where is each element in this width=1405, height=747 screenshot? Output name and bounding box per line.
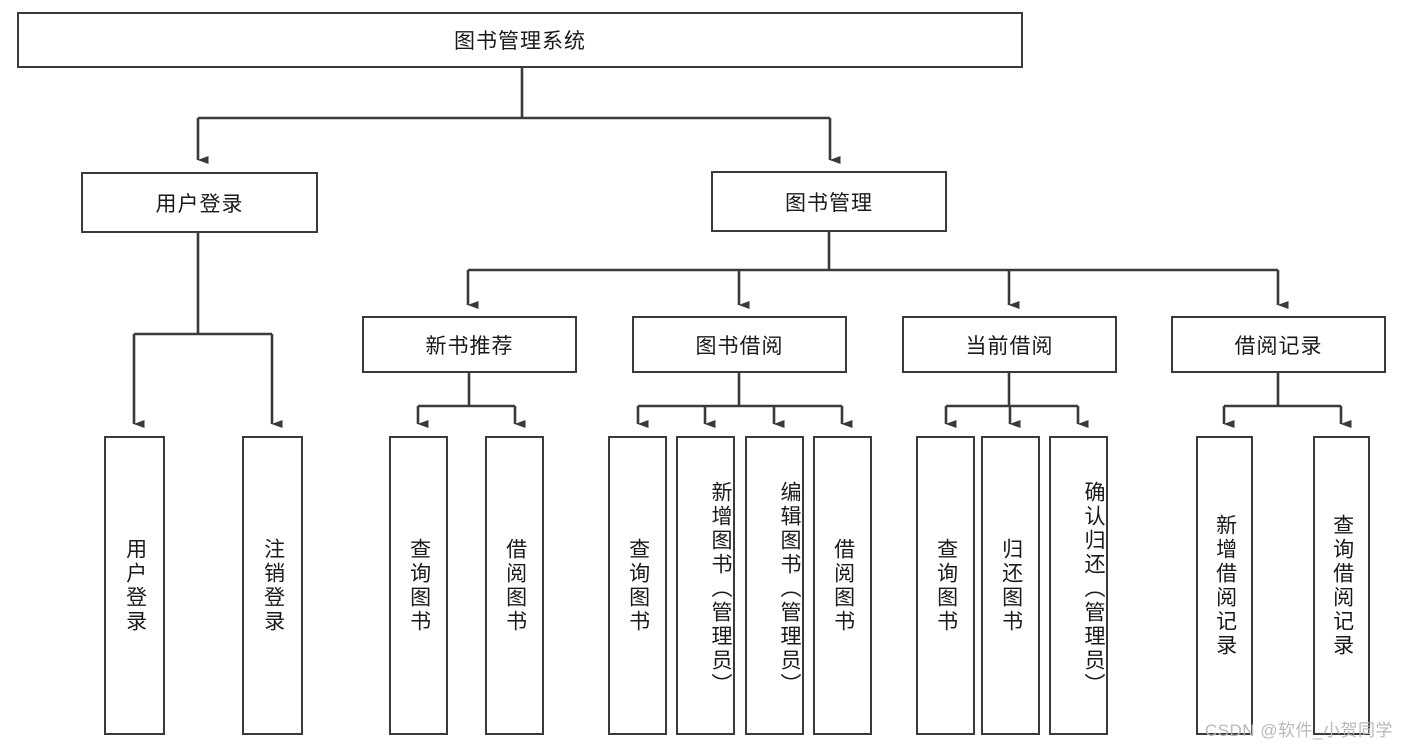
csdn-watermark: CSDN @软件_小贺同学 bbox=[1204, 721, 1393, 740]
node-user-login[interactable]: 用户登录 bbox=[81, 172, 318, 233]
leaf-current-confirm-return-admin[interactable]: 确认归还（管理员） bbox=[1049, 436, 1108, 735]
node-book-management[interactable]: 图书管理 bbox=[711, 171, 947, 232]
node-borrow-record[interactable]: 借阅记录 bbox=[1171, 316, 1386, 373]
leaf-current-query-book[interactable]: 查询图书 bbox=[916, 436, 975, 735]
leaf-user-login-signin[interactable]: 用户登录 bbox=[104, 436, 165, 735]
leaf-record-add-borrow-record[interactable]: 新增借阅记录 bbox=[1196, 436, 1253, 735]
node-root[interactable]: 图书管理系统 bbox=[17, 12, 1023, 68]
node-new-book-recommend[interactable]: 新书推荐 bbox=[362, 316, 577, 373]
leaf-current-return-book[interactable]: 归还图书 bbox=[981, 436, 1040, 735]
leaf-user-login-signout[interactable]: 注销登录 bbox=[242, 436, 303, 735]
leaf-new-book-query[interactable]: 查询图书 bbox=[389, 436, 448, 735]
leaf-borrow-edit-book-admin[interactable]: 编辑图书（管理员） bbox=[745, 436, 804, 735]
leaf-borrow-query-book[interactable]: 查询图书 bbox=[608, 436, 667, 735]
leaf-borrow-borrow-book[interactable]: 借阅图书 bbox=[813, 436, 872, 735]
leaf-record-query-borrow-record[interactable]: 查询借阅记录 bbox=[1313, 436, 1370, 735]
node-book-borrow[interactable]: 图书借阅 bbox=[632, 316, 847, 373]
node-current-borrow[interactable]: 当前借阅 bbox=[902, 316, 1117, 373]
leaf-borrow-add-book-admin[interactable]: 新增图书（管理员） bbox=[676, 436, 735, 735]
leaf-new-book-borrow[interactable]: 借阅图书 bbox=[485, 436, 544, 735]
